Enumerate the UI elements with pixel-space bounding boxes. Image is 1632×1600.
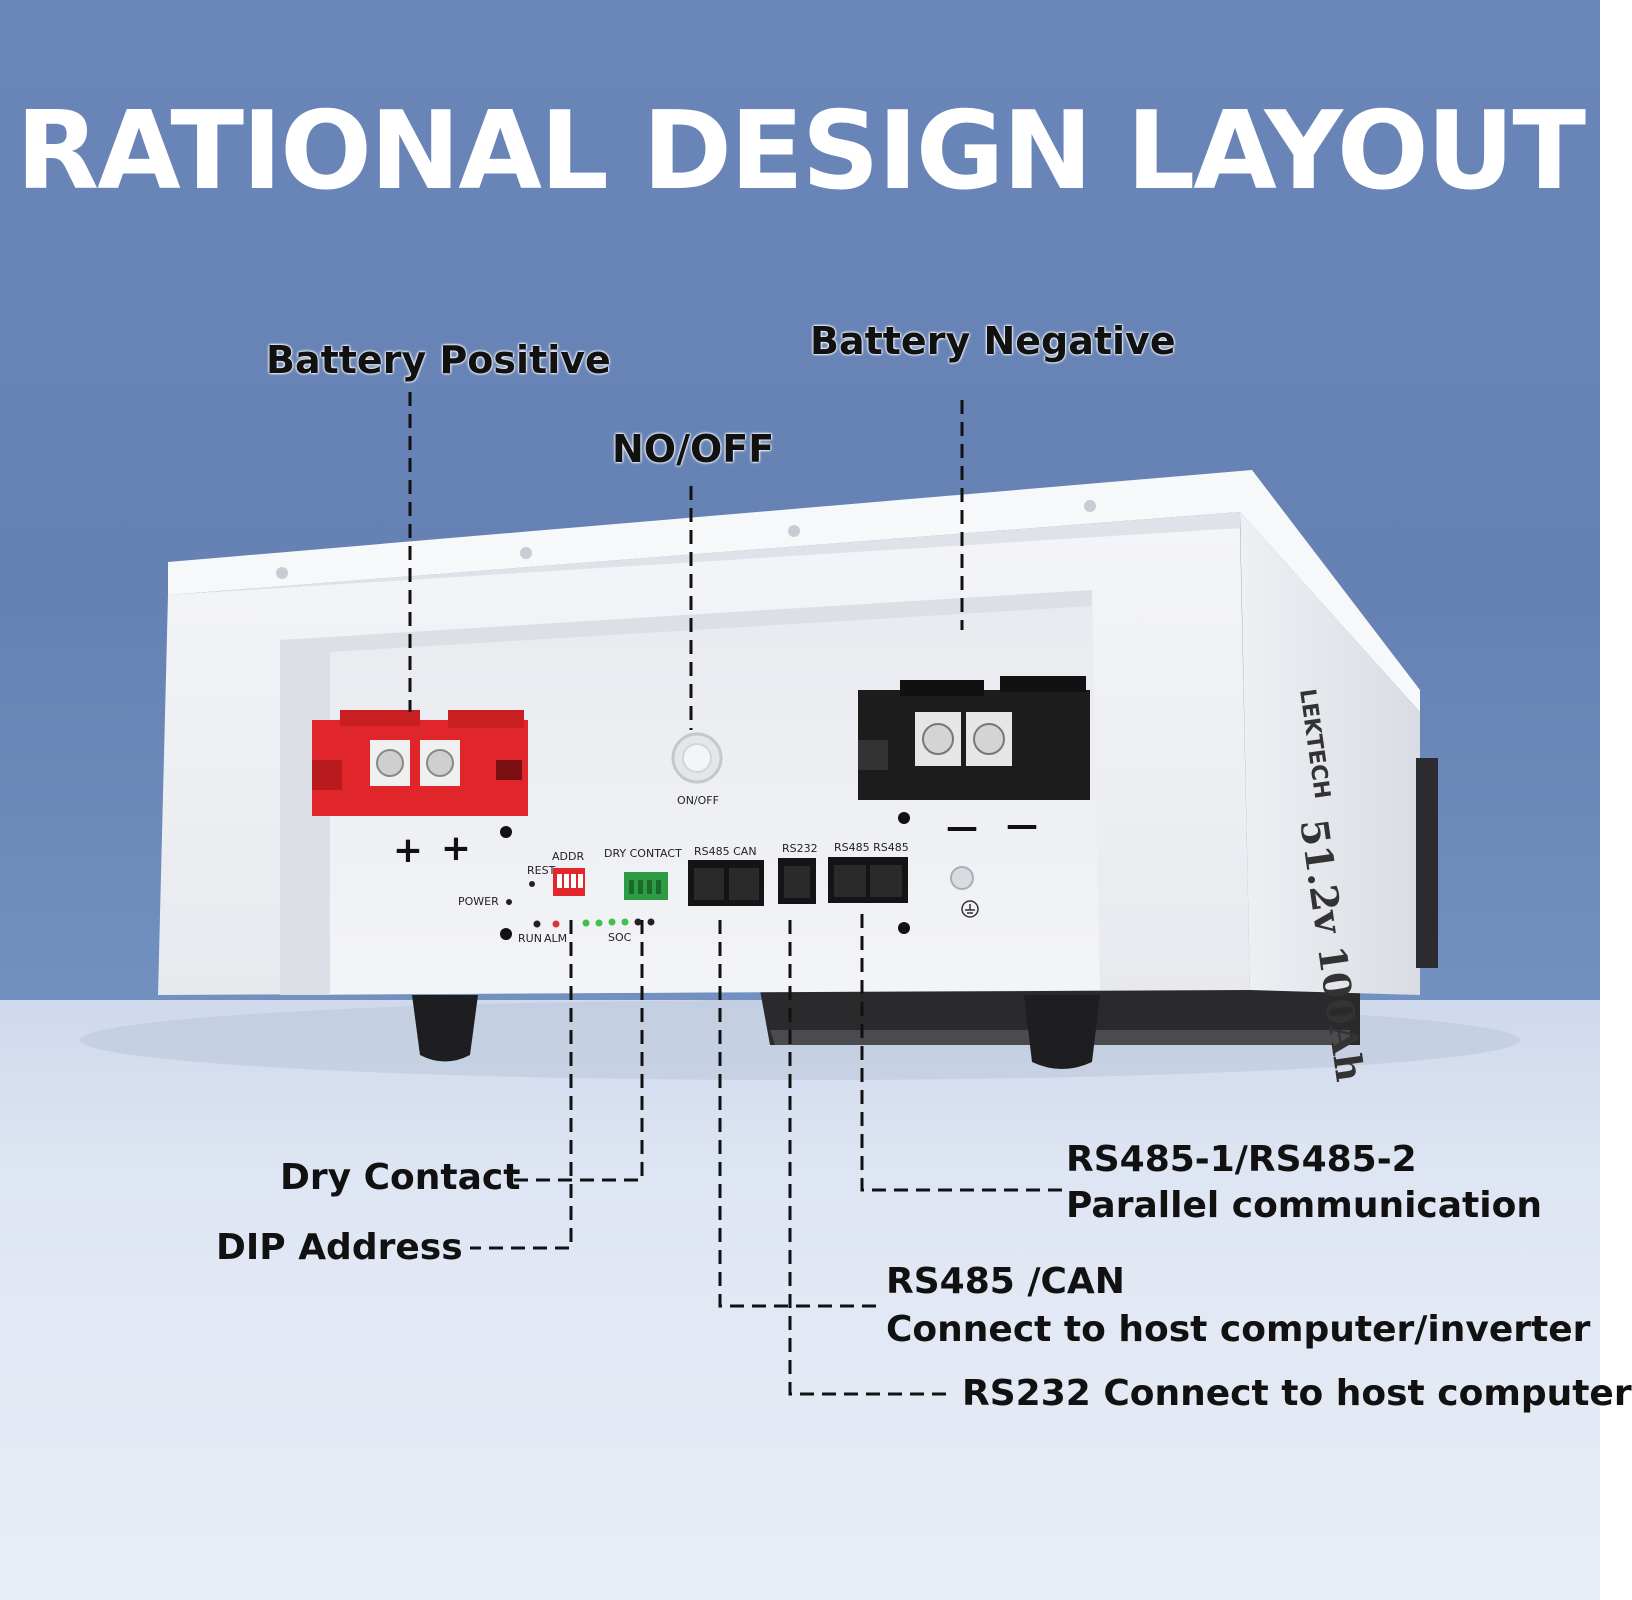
dry-contact-label: Dry Contact xyxy=(280,1157,521,1198)
rs485-parallel-ports[interactable] xyxy=(828,857,908,903)
right-foot xyxy=(1024,995,1100,1069)
on-off-callout-label: NO/OFF xyxy=(612,427,775,471)
soc-led xyxy=(621,918,629,926)
rs485-parallel-label-line2: Parallel communication xyxy=(1066,1185,1542,1226)
plus-mark: + xyxy=(393,830,423,871)
rs485-can-ports[interactable] xyxy=(688,860,764,906)
svg-text:RS485 RS485: RS485 RS485 xyxy=(834,841,909,854)
battery-positive-label: Battery Positive xyxy=(266,338,611,382)
minus-mark: — xyxy=(1006,806,1038,844)
minus-mark: — xyxy=(946,808,978,846)
svg-text:REST: REST xyxy=(527,864,556,877)
soc-led xyxy=(608,918,616,926)
svg-text:DRY CONTACT: DRY CONTACT xyxy=(604,847,682,860)
alm-led xyxy=(552,920,560,928)
negative-terminal[interactable] xyxy=(858,676,1090,800)
dip-address-label: DIP Address xyxy=(216,1227,463,1268)
page-title: RATIONAL DESIGN LAYOUT xyxy=(15,89,1586,214)
svg-text:RUN: RUN xyxy=(518,932,542,945)
power-button-icon[interactable] xyxy=(671,732,723,784)
svg-text:ADDR: ADDR xyxy=(552,850,584,863)
battery-side xyxy=(1240,512,1420,995)
svg-text:RS232: RS232 xyxy=(782,842,818,855)
battery-lid xyxy=(168,470,1420,712)
svg-text:ALM: ALM xyxy=(544,932,567,945)
positive-terminal[interactable] xyxy=(312,710,528,816)
battery-negative-label: Battery Negative xyxy=(810,319,1176,363)
left-foot xyxy=(412,995,478,1062)
rs485-can-label-line2: Connect to host computer/inverter xyxy=(886,1309,1591,1350)
dip-switch[interactable] xyxy=(553,868,585,896)
ground-symbol-icon xyxy=(961,900,979,918)
dry-contact-connector[interactable] xyxy=(624,872,668,900)
run-led xyxy=(533,920,541,928)
rs232-port[interactable] xyxy=(778,858,816,904)
svg-text:POWER: POWER xyxy=(458,895,499,908)
plus-mark: + xyxy=(441,828,471,869)
svg-text:RS485 CAN: RS485 CAN xyxy=(694,845,757,858)
rs232-label: RS232 Connect to host computer xyxy=(962,1373,1632,1414)
soc-led xyxy=(634,918,642,926)
rs485-can-label-line1: RS485 /CAN xyxy=(886,1261,1125,1302)
rs485-parallel-label-line1: RS485-1/RS485-2 xyxy=(1066,1139,1417,1180)
svg-text:SOC: SOC xyxy=(608,931,632,944)
side-handle xyxy=(1416,758,1438,968)
on-off-label: ON/OFF xyxy=(677,794,719,807)
soc-led xyxy=(647,918,655,926)
soc-led xyxy=(582,919,590,927)
soc-led xyxy=(595,919,603,927)
callout-lines xyxy=(408,392,1062,1396)
background-floor xyxy=(0,1000,1600,1600)
